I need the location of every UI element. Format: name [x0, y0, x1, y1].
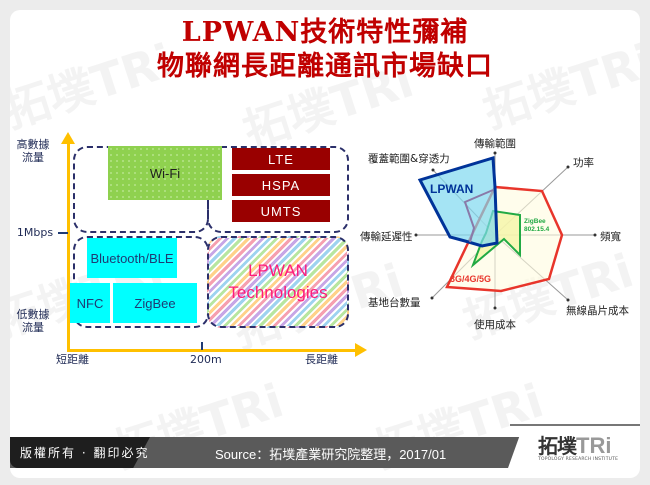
x-axis-arrow-icon	[355, 343, 367, 357]
zone-lpwan: LPWAN Technologies	[207, 236, 349, 328]
title-line-1: LPWAN技術特性彌補	[181, 17, 469, 48]
logo-divider	[510, 424, 640, 426]
title-line-2: 物聯網長距離通訊市場缺口	[157, 51, 493, 82]
tech-bluetooth: Bluetooth/BLE	[87, 238, 177, 278]
x-tick-200m	[201, 342, 203, 350]
series-label-zigbee-1: ZigBee	[524, 218, 546, 225]
tech-hspa: HSPA	[232, 174, 330, 196]
x-label-long: 長距離	[305, 353, 338, 366]
radar-axis-base-stations: 基地台數量	[368, 297, 421, 309]
series-label-lpwan: LPWAN	[430, 182, 473, 196]
x-axis	[67, 349, 357, 352]
tri-logo: 拓墣TRi TOPOLOGY RESEARCH INSTITUTE	[538, 430, 618, 462]
radar-axis-power: 功率	[573, 157, 594, 169]
tech-wifi: Wi-Fi	[108, 146, 222, 200]
y-label-high: 高數據 流量	[16, 138, 50, 164]
lpwan-label-1: LPWAN	[248, 261, 308, 280]
copyright-text: 版權所有 · 翻印必究	[20, 446, 150, 460]
tech-nfc: NFC	[70, 283, 110, 323]
radar-chart-svg: LPWAN ZigBee 802.15.4 3G/4G/5G	[414, 151, 597, 310]
y-tick-1mbps	[58, 232, 68, 234]
y-label-1mbps: 1Mbps	[16, 226, 54, 239]
slide: 拓墣TRi 拓墣TRi 拓墣TRi 拓墣TRi 拓墣TRi 拓墣TRi 拓墣TR…	[10, 10, 640, 478]
logo-subtitle: TOPOLOGY RESEARCH INSTITUTE	[538, 457, 619, 462]
logo-panel	[508, 424, 640, 468]
radar-axis-range: 傳輸範圍	[474, 138, 516, 150]
y-label-low: 低數據 流量	[16, 308, 50, 334]
logo-chinese: 拓墣	[538, 434, 577, 458]
radar-axis-latency: 傳輸延遲性	[360, 231, 413, 243]
x-label-short: 短距離	[56, 353, 89, 366]
radar-axis-coverage: 覆蓋範圍&穿透力	[368, 153, 450, 165]
footer-copyright-tab	[10, 437, 150, 468]
radar-axis-bandwidth: 頻寬	[600, 231, 621, 243]
y-axis-arrow-icon	[61, 132, 75, 144]
radar-axis-usage-cost: 使用成本	[474, 319, 516, 331]
series-label-3g4g5g: 3G/4G/5G	[450, 274, 491, 284]
tech-zigbee: ZigBee	[113, 283, 197, 323]
x-label-200m: 200m	[190, 353, 222, 366]
tech-lte: LTE	[232, 148, 330, 170]
source-text: Source：拓墣產業研究院整理，2017/01	[215, 447, 447, 462]
series-label-zigbee-2: 802.15.4	[524, 226, 550, 233]
lpwan-label-2: Technologies	[228, 283, 328, 302]
y-axis	[67, 138, 70, 352]
radar-axis-chip-cost: 無線晶片成本	[566, 305, 629, 317]
logo-tri: TRi	[576, 433, 612, 458]
tech-umts: UMTS	[232, 200, 330, 222]
radar-chart: LPWAN ZigBee 802.15.4 3G/4G/5G 傳輸範圍 功率 頻…	[360, 125, 640, 365]
